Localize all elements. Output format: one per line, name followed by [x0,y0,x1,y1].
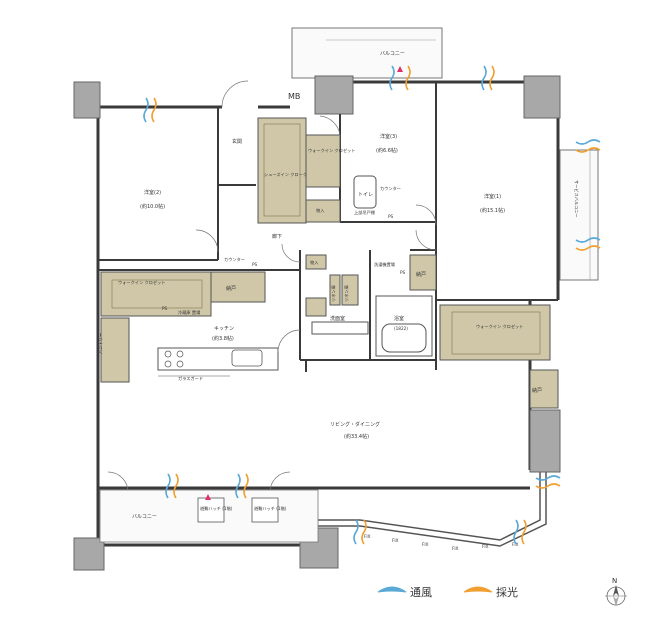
compass-needle-icon [613,585,619,596]
mb-label: MB [288,92,300,101]
fix-label: FIX [392,538,399,543]
balcony-bottom: バルコニー 避難ハッチ (1階) 避難ハッチ (1階) [99,489,319,543]
linen-2-label: リネン庫 [343,285,350,302]
wind-icon [535,475,561,481]
counter-label: カウンター [224,256,245,263]
wind-icon [353,519,359,545]
walkin-closet-kitchen-label: ウォークイン クロゼット [118,279,165,286]
ps-1-label: PS [252,262,258,267]
balcony-bottom-label: バルコニー [132,514,157,520]
light-icon [489,65,495,91]
kitchen-size: (約3.8帖) [212,335,234,342]
storage-1-label: 物入 [316,207,325,214]
columns [73,75,561,571]
nando-2-label: 納戸 [416,271,426,278]
light-legend-icon [463,586,493,593]
walkin-closet-1-label: ウォークイン クロゼット [476,323,523,330]
light-icon [535,483,561,489]
fix-label: FIX [452,546,459,551]
bay-window [318,470,547,547]
shoes-in-closet-label: シューズイン クローク [264,171,307,178]
wind-icon [481,65,487,91]
ps-3-label: PS [400,270,406,275]
bathroom-size: (1822) [394,326,408,331]
fix-label: FIX [422,542,429,547]
washroom-label: 洗面室 [330,315,345,322]
legend: 通風 採光 [377,585,518,599]
balcony-top: バルコニー [291,27,443,79]
wind-icon [143,97,149,123]
bedroom3-size: (約6.6帖) [376,147,398,154]
pantry-label: パントリー [98,333,103,354]
compass: N [605,577,627,607]
upper-shelf-label: 上部吊戸棚 [354,209,375,216]
toilet-counter-label: カウンター [380,185,401,192]
entry-marker-icon [205,494,211,500]
fix-label: FIX [364,534,371,539]
wind-icon [575,237,601,243]
wind-icon [389,65,395,91]
ps-4-label: PS [388,214,394,219]
doors [107,80,437,493]
wind-icon [513,519,519,545]
light-icon [243,473,249,499]
light-icon [575,245,601,251]
fix-labels: FIX FIX FIX FIX FIX FIX [364,534,519,551]
hatch-2-label: 避難ハッチ (1階) [254,505,287,512]
ps-2-label: PS [162,306,168,311]
light-icon [575,147,601,153]
light-icon [151,97,157,123]
storage-areas [100,117,559,409]
toilet-label: トイレ [358,192,373,198]
entrance-label: 玄関 [232,138,242,145]
light-legend-label: 採光 [496,585,518,599]
nando-1-label: 納戸 [226,285,236,292]
entry-marker-icon [397,66,403,72]
bedroom1-size: (約15.1帖) [480,207,505,214]
bathroom-fixtures [311,175,433,357]
room-labels: MB 玄関 洋室(3) (約6.6帖) 洋室(2) (約10.0帖) 洋室(1)… [98,92,542,440]
hallway-label: 廊下 [272,233,282,240]
bedroom3-label: 洋室(3) [380,133,397,140]
wind-icon [575,139,601,145]
ventilation-markers [143,65,601,545]
bedroom2-label: 洋室(2) [144,189,161,196]
living-size: (約33.4帖) [344,433,369,440]
wind-icon [165,473,171,499]
service-balcony-label: サービスバルコニー [573,180,580,218]
light-icon [173,473,179,499]
service-balcony: サービスバルコニー [559,149,599,281]
light-icon [361,519,367,545]
fridge-label: 冷蔵庫 置場 [178,309,201,316]
hatch-1-label: 避難ハッチ (1階) [200,505,233,512]
bedroom2-size: (約10.0帖) [140,203,165,210]
living-label: リビング・ダイニング [330,421,380,428]
light-icon [521,519,527,545]
wind-legend-icon [377,586,407,593]
walkin-closet-3-label: ウォークイン クロゼット [308,147,355,154]
balcony-top-label: バルコニー [380,51,405,57]
wind-icon [235,473,241,499]
light-icon [405,65,411,91]
linen-1-label: リネン庫 [330,285,337,302]
storage-2-label: 物入 [310,259,319,266]
kitchen-counter [157,347,279,377]
kitchen-label: キッチン [214,326,234,332]
fix-label: FIX [512,542,519,547]
compass-north-label: N [612,577,617,585]
washer-label: 洗濯機置場 [374,261,396,268]
glass-guard-label: ガラスガード [178,375,203,382]
bathroom-label: 浴室 [394,315,404,322]
closet-rails [111,123,541,355]
wind-legend-label: 通風 [410,586,432,599]
nando-3-label: 納戸 [532,387,542,394]
fix-label: FIX [482,544,489,549]
bedroom1-label: 洋室(1) [484,193,501,200]
